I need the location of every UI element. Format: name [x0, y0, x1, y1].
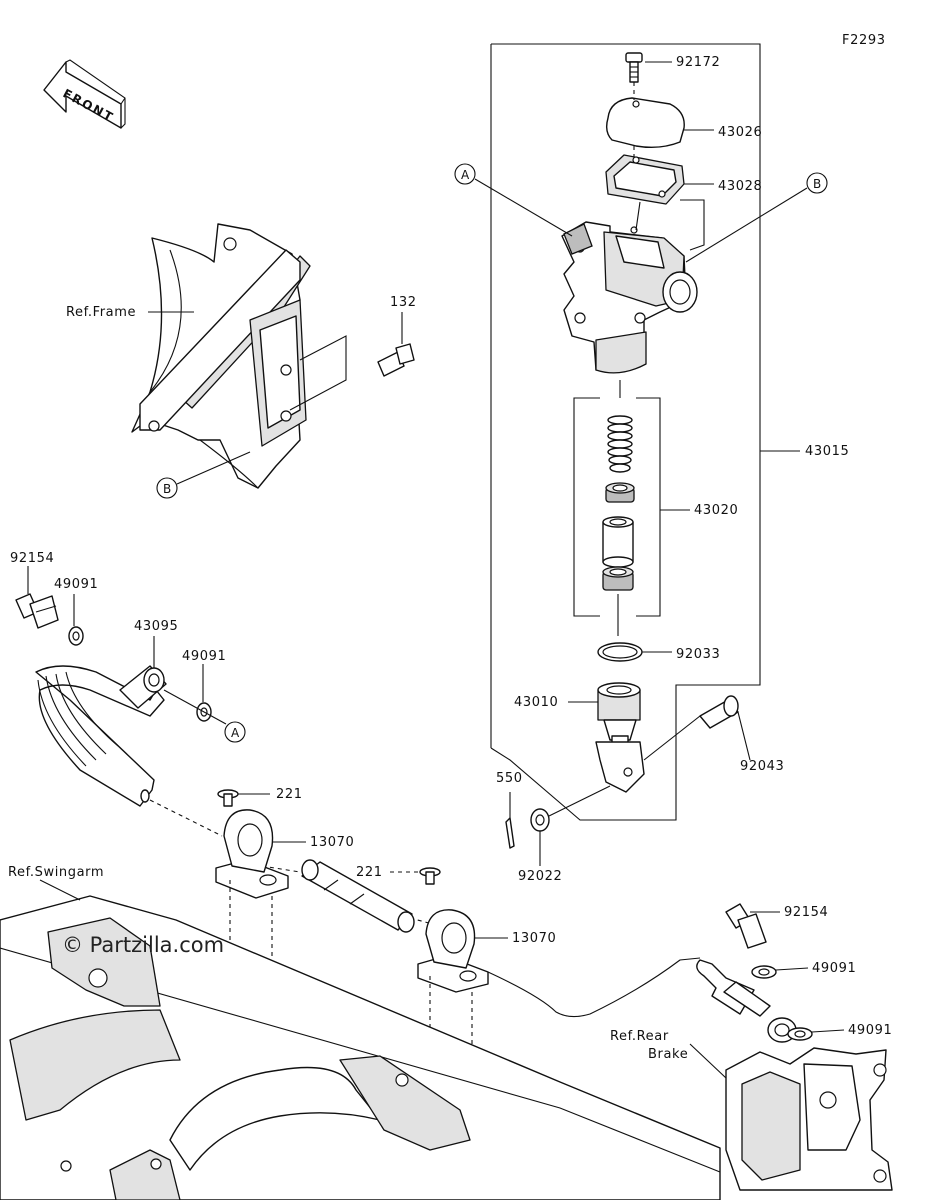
- hose-clamp-13070-b: 13070: [417, 909, 556, 1097]
- svg-text:A: A: [231, 726, 240, 740]
- part-label-43020: 43020: [694, 503, 738, 518]
- piston: [602, 516, 634, 568]
- leader-line: [289, 335, 347, 411]
- bolt-132: 132: [377, 295, 417, 377]
- frame-reference: Ref.Frame: [66, 223, 311, 489]
- leader-line: [680, 199, 705, 251]
- svg-text:B: B: [163, 482, 172, 496]
- secondary-seal: [602, 566, 634, 591]
- part-label-92154-bottom: 92154: [784, 905, 828, 920]
- hose-route-line: [149, 799, 223, 837]
- washer-92022: 92022: [518, 785, 611, 884]
- washer-49091-b: 49091: [182, 649, 226, 722]
- part-label-92033: 92033: [676, 647, 720, 662]
- part-label-92154-top: 92154: [10, 551, 54, 566]
- hose-route-line: [261, 865, 301, 873]
- screw-221-a: 221: [217, 787, 303, 807]
- part-label-43026: 43026: [718, 125, 762, 140]
- front-direction-arrow-icon: FRONT: [43, 59, 126, 129]
- banjo-bolt-92154-top: 92154: [10, 551, 59, 629]
- washer-49091-c: 49091: [751, 961, 856, 979]
- screw-221-b: 221: [356, 865, 441, 885]
- svg-text:B: B: [813, 177, 822, 191]
- cotter-pin-550: 550: [496, 771, 523, 849]
- part-label-49091-d: 49091: [848, 1023, 892, 1038]
- hose-protector-sleeve: [301, 859, 415, 933]
- rear-brake-caliper-reference: Ref.Rear Brake: [610, 1029, 893, 1191]
- part-label-13070-b: 13070: [512, 931, 556, 946]
- part-label-92043: 92043: [740, 759, 784, 774]
- diagram-code: F2293: [842, 33, 886, 48]
- marker-b-frame: B: [156, 451, 251, 499]
- snap-ring-92033: 92033: [597, 642, 720, 662]
- assembly-43015-outline: 43015: [490, 43, 849, 821]
- part-label-13070-a: 13070: [310, 835, 354, 850]
- guide-line: [635, 201, 641, 231]
- part-label-43028: 43028: [718, 179, 762, 194]
- marker-b-top: B: [685, 172, 828, 263]
- part-label-221-b: 221: [356, 865, 383, 880]
- ref-brake-label: Brake: [648, 1047, 688, 1062]
- washer-49091-a: 49091: [54, 577, 98, 646]
- part-label-550: 550: [496, 771, 523, 786]
- washer-49091-d: 49091: [787, 1023, 892, 1041]
- part-label-43095: 43095: [134, 619, 178, 634]
- part-label-49091-b: 49091: [182, 649, 226, 664]
- brake-hose-43095: 43095: [35, 619, 178, 807]
- reservoir-cap-43026: 43026: [605, 97, 762, 149]
- diaphragm-plate-43028: 43028: [605, 154, 762, 205]
- primary-cup: [605, 482, 635, 503]
- banjo-bolt-92154-bottom: 92154: [725, 903, 828, 949]
- bolt-92172: 92172: [625, 52, 720, 83]
- piston-kit-43020: 43020: [573, 397, 738, 617]
- svg-text:A: A: [461, 168, 470, 182]
- part-label-132: 132: [390, 295, 417, 310]
- ref-swingarm-label: Ref.Swingarm: [8, 865, 104, 880]
- part-label-43010: 43010: [514, 695, 558, 710]
- master-cylinder-body: [561, 221, 698, 374]
- watermark-text: © Partzilla.com: [62, 933, 224, 957]
- part-label-92172: 92172: [676, 55, 720, 70]
- push-rod-43010: 43010: [514, 682, 645, 793]
- marker-a-hose: A: [163, 689, 246, 743]
- brake-hose-lower-end: [696, 959, 797, 1043]
- swingarm-reference: Ref.Swingarm: [0, 865, 721, 1200]
- part-label-49091-c: 49091: [812, 961, 856, 976]
- spring: [607, 415, 633, 473]
- part-label-221-a: 221: [276, 787, 303, 802]
- part-label-92022: 92022: [518, 869, 562, 884]
- clevis-pin-92043: 92043: [643, 695, 784, 774]
- part-label-49091-a: 49091: [54, 577, 98, 592]
- ref-frame-label: Ref.Frame: [66, 305, 136, 320]
- part-label-43015: 43015: [805, 444, 849, 459]
- hose-route-line: [487, 957, 701, 1018]
- ref-rear-label: Ref.Rear: [610, 1029, 669, 1044]
- marker-a-top: A: [454, 163, 573, 237]
